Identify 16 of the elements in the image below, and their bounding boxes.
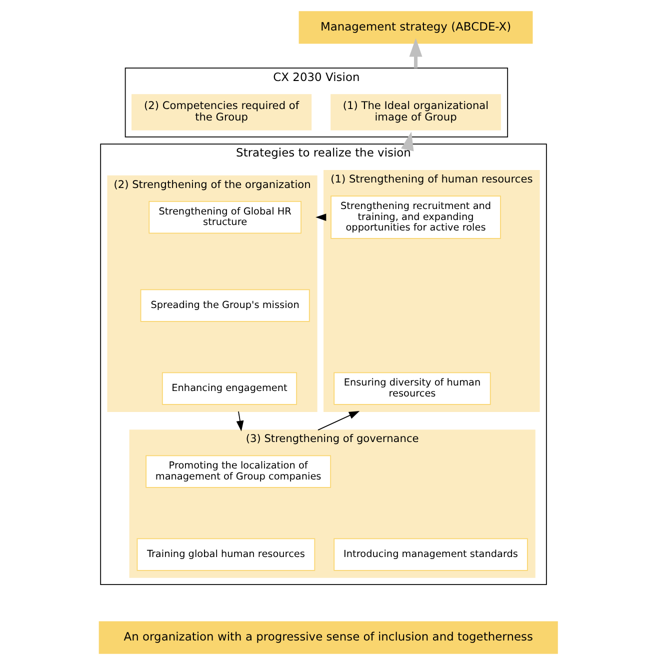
node-box: Training global human resources bbox=[136, 538, 316, 571]
node-box: Management strategy (ABCDE-X) bbox=[298, 11, 533, 44]
node-box: (2) Competencies required of the Group bbox=[132, 94, 312, 130]
node-box: Promoting the localization of management of Group companies bbox=[146, 455, 332, 488]
node-box: Ensuring diversity of human resources bbox=[334, 372, 491, 405]
node-box: Enhancing engagement bbox=[162, 372, 298, 405]
node-box: (1) The Ideal organizational image of Group bbox=[330, 94, 501, 130]
node-box: Spreading the Group's mission bbox=[140, 289, 310, 322]
arrow bbox=[409, 38, 422, 68]
arrow bbox=[401, 132, 414, 152]
node-box: Strengthening of Global HR structure bbox=[148, 200, 302, 234]
node-box: Strengthening recruitment and training, and expanding opportunities for active roles bbox=[330, 196, 501, 239]
arrow bbox=[236, 411, 244, 432]
node-box: An organization with a progressive sense of inclusion and togetherness bbox=[98, 621, 558, 654]
arrow bbox=[318, 410, 360, 430]
node-box: Introducing management standards bbox=[334, 538, 528, 571]
